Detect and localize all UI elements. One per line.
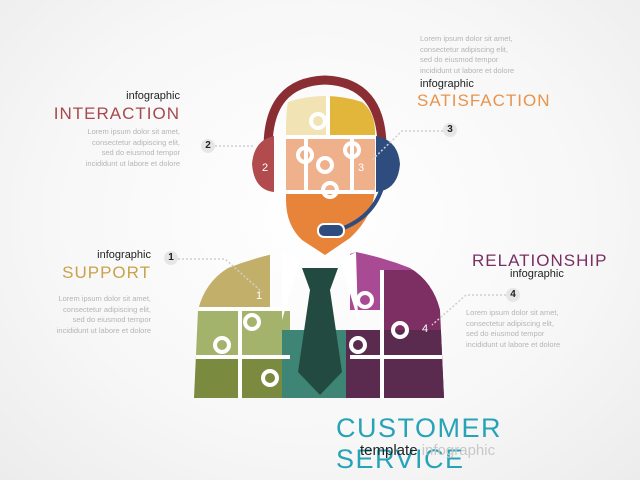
footer-title: CUSTOMER SERVICE xyxy=(336,413,503,474)
support-kicker: infographic xyxy=(97,249,151,261)
footer-subtitle-muted: infographic xyxy=(421,442,496,459)
figure-number-4: 4 xyxy=(422,323,428,335)
support-body: Lorem ipsum dolor sit amet, consectetur … xyxy=(56,294,151,335)
interaction-number-badge: 2 xyxy=(201,139,215,153)
footer-subtitle: template infographic xyxy=(360,442,560,459)
interaction-kicker: infographic xyxy=(126,90,180,102)
satisfaction-title: SATISFACTION xyxy=(417,91,551,110)
tie xyxy=(298,268,342,395)
satisfaction-kicker: infographic xyxy=(420,78,474,90)
support-number-badge: 1 xyxy=(164,251,178,265)
figure-number-1: 1 xyxy=(256,290,262,302)
satisfaction-body: Lorem ipsum dolor sit amet, consectetur … xyxy=(420,34,515,75)
support-title: SUPPORT xyxy=(62,263,151,282)
interaction-body: Lorem ipsum dolor sit amet, consectetur … xyxy=(85,127,180,168)
microphone xyxy=(317,223,345,238)
satisfaction-number-badge: 3 xyxy=(443,123,457,137)
headphone-left-cup xyxy=(252,136,274,192)
head-puzzle xyxy=(286,96,375,255)
headphone-band xyxy=(263,75,387,153)
relationship-kicker: infographic xyxy=(510,268,564,280)
interaction-title: INTERACTION xyxy=(53,104,180,123)
relationship-number-badge: 4 xyxy=(506,288,520,302)
figure-number-3: 3 xyxy=(358,162,364,174)
relationship-body: Lorem ipsum dolor sit amet, consectetur … xyxy=(466,308,561,349)
relationship-title: RELATIONSHIP xyxy=(472,251,608,270)
footer-subtitle-main: template xyxy=(360,442,418,459)
figure-number-2: 2 xyxy=(262,162,268,174)
leader-lines xyxy=(178,130,506,326)
torso-puzzle xyxy=(194,252,444,398)
